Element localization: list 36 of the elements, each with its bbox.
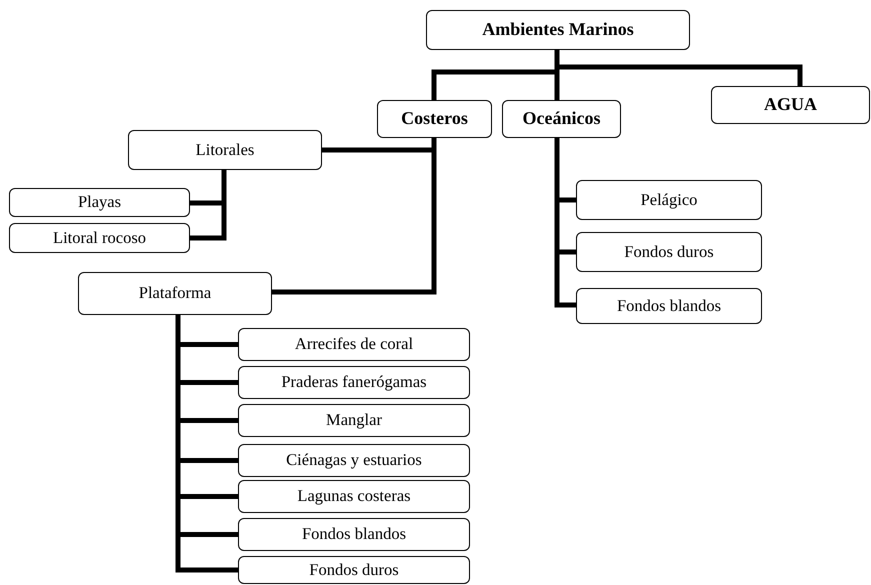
category-label: AGUA (764, 95, 817, 115)
category-box (9, 223, 190, 253)
category-box (576, 232, 762, 272)
category-label: Arrecifes de coral (294, 335, 414, 354)
category-box (128, 130, 322, 170)
category-label: Manglar (326, 411, 382, 430)
category-box (576, 288, 762, 324)
category-label: Fondos blandos (616, 296, 722, 316)
category-label: Lagunas costeras (297, 487, 411, 506)
category-box (576, 180, 762, 220)
category-label: Costeros (401, 109, 468, 129)
category-box (377, 100, 492, 138)
category-label: Pelágico (640, 190, 698, 210)
category-label: Fondos duros (624, 242, 714, 262)
category-box (238, 404, 470, 437)
category-label: Ambientes Marinos (482, 20, 634, 40)
category-label: Playas (78, 193, 122, 212)
category-label: Litoral rocoso (52, 228, 146, 248)
category-label: Fondos duros (309, 560, 399, 580)
category-box (711, 86, 870, 124)
category-box (238, 444, 470, 477)
category-box (238, 328, 470, 361)
category-label: Ciénagas y estuarios (286, 451, 422, 470)
category-box (238, 366, 470, 399)
category-label: Litorales (196, 140, 254, 160)
category-box (238, 518, 470, 551)
category-box (9, 188, 190, 217)
category-label: Praderas fanerógamas (281, 373, 427, 392)
category-box (238, 556, 470, 584)
category-label: Fondos blandos (302, 525, 406, 544)
category-box (502, 100, 621, 138)
category-label: Oceánicos (522, 109, 600, 129)
category-label: Plataforma (138, 284, 212, 303)
category-box (78, 272, 272, 315)
category-box (426, 10, 690, 50)
category-box (238, 480, 470, 513)
